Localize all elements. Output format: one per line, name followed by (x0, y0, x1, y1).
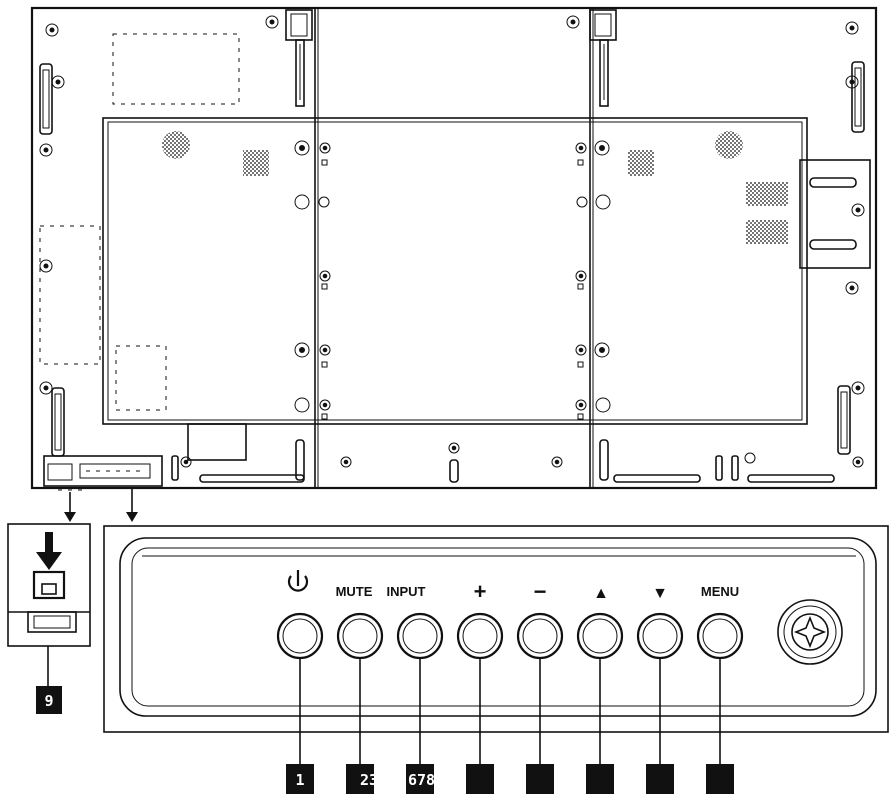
callout-1: 1 (286, 764, 314, 794)
hole-markers (321, 159, 584, 420)
callout-menu (706, 764, 734, 794)
vent-grid-right-2 (746, 220, 788, 244)
input-button[interactable] (396, 612, 444, 660)
right-side-bracket (799, 159, 871, 269)
top-bracket-right (589, 9, 617, 107)
menu-label: MENU (701, 584, 739, 599)
control-panel-frame (103, 525, 889, 733)
side-detail-view (7, 523, 91, 686)
callout-leaders (299, 658, 721, 764)
vesa-markings-left (39, 33, 240, 411)
side-detail-frame (7, 523, 91, 647)
callout-2-3: 23 (346, 764, 378, 794)
keypad-connector-block (43, 455, 163, 487)
callout-678-text: 678 (408, 771, 435, 789)
mute-button[interactable] (336, 612, 384, 660)
center-back-panel-inner (107, 121, 803, 421)
display-outer-frame (30, 6, 878, 490)
button-labels-row: MUTE INPUT + − ▲ ▼ MENU (287, 570, 739, 604)
plus-button[interactable] (456, 612, 504, 660)
callout-6-7-8: 678 (406, 764, 435, 794)
handle-right-bottom (837, 385, 851, 455)
vent-grid-right-1 (746, 182, 788, 206)
callout-boxes: 1 23 678 (286, 764, 734, 794)
minus-button[interactable] (516, 612, 564, 660)
callout-23-text: 23 (360, 771, 378, 789)
vent-grid-left (243, 150, 269, 176)
keypad-buttons (276, 612, 744, 660)
up-button[interactable] (576, 612, 624, 660)
power-button[interactable] (276, 612, 324, 660)
vent-grid-mid (628, 150, 654, 176)
callout-9-text: 9 (44, 692, 53, 710)
plus-label: + (474, 579, 487, 604)
down-button[interactable] (636, 612, 684, 660)
callout-plus (466, 764, 494, 794)
mount-holes (39, 15, 865, 468)
speaker-vent-left (162, 131, 190, 159)
handle-left-bottom (51, 387, 65, 457)
control-panel-detail: MUTE INPUT + − ▲ ▼ MENU (103, 525, 889, 764)
display-rear-view (30, 6, 878, 490)
callout-minus (526, 764, 554, 794)
mute-label: MUTE (336, 584, 373, 599)
center-back-panel (102, 117, 808, 425)
minus-label: − (534, 579, 547, 604)
down-arrow-usb-icon (32, 532, 66, 600)
speaker-vent-right (715, 131, 743, 159)
bottom-edge-features (171, 423, 835, 483)
up-label: ▲ (593, 585, 609, 602)
keypad-bezel-outer (119, 537, 877, 717)
callout-9: 9 (36, 686, 62, 714)
callout-up (586, 764, 614, 794)
handle-left-top (39, 63, 53, 135)
menu-button[interactable] (696, 612, 744, 660)
callout-1-text: 1 (295, 771, 304, 789)
joystick-knob-icon (777, 599, 843, 665)
input-label: INPUT (387, 584, 426, 599)
detail-arrows (58, 488, 138, 522)
handle-right-top (851, 61, 865, 133)
down-label: ▼ (652, 585, 668, 602)
top-bracket-left (285, 9, 313, 107)
callout-down (646, 764, 674, 794)
power-icon (287, 570, 309, 592)
keypad-bezel-inner (131, 547, 865, 707)
